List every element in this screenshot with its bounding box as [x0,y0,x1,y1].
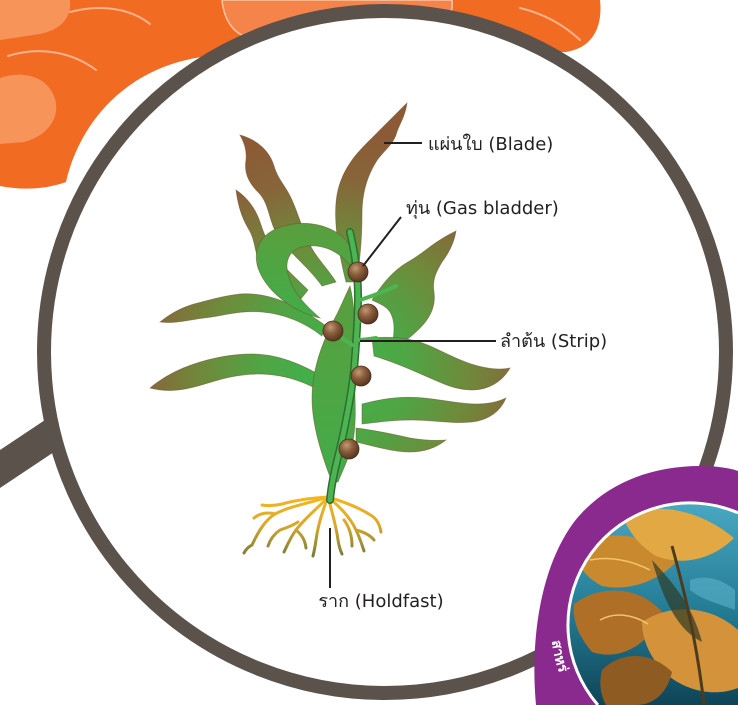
label-blade: แผ่นใบ (Blade) [428,133,553,155]
gas-bladder [323,321,343,341]
label-holdfast: ราก (Holdfast) [318,591,443,612]
gas-bladder [351,366,371,386]
stipe-branch [356,338,376,340]
label-strip: ลำต้น (Strip) [500,331,607,352]
gas-bladder [339,439,359,459]
gas-bladder [358,304,378,324]
label-gas-bladder: ทุ่น (Gas bladder) [406,198,559,219]
